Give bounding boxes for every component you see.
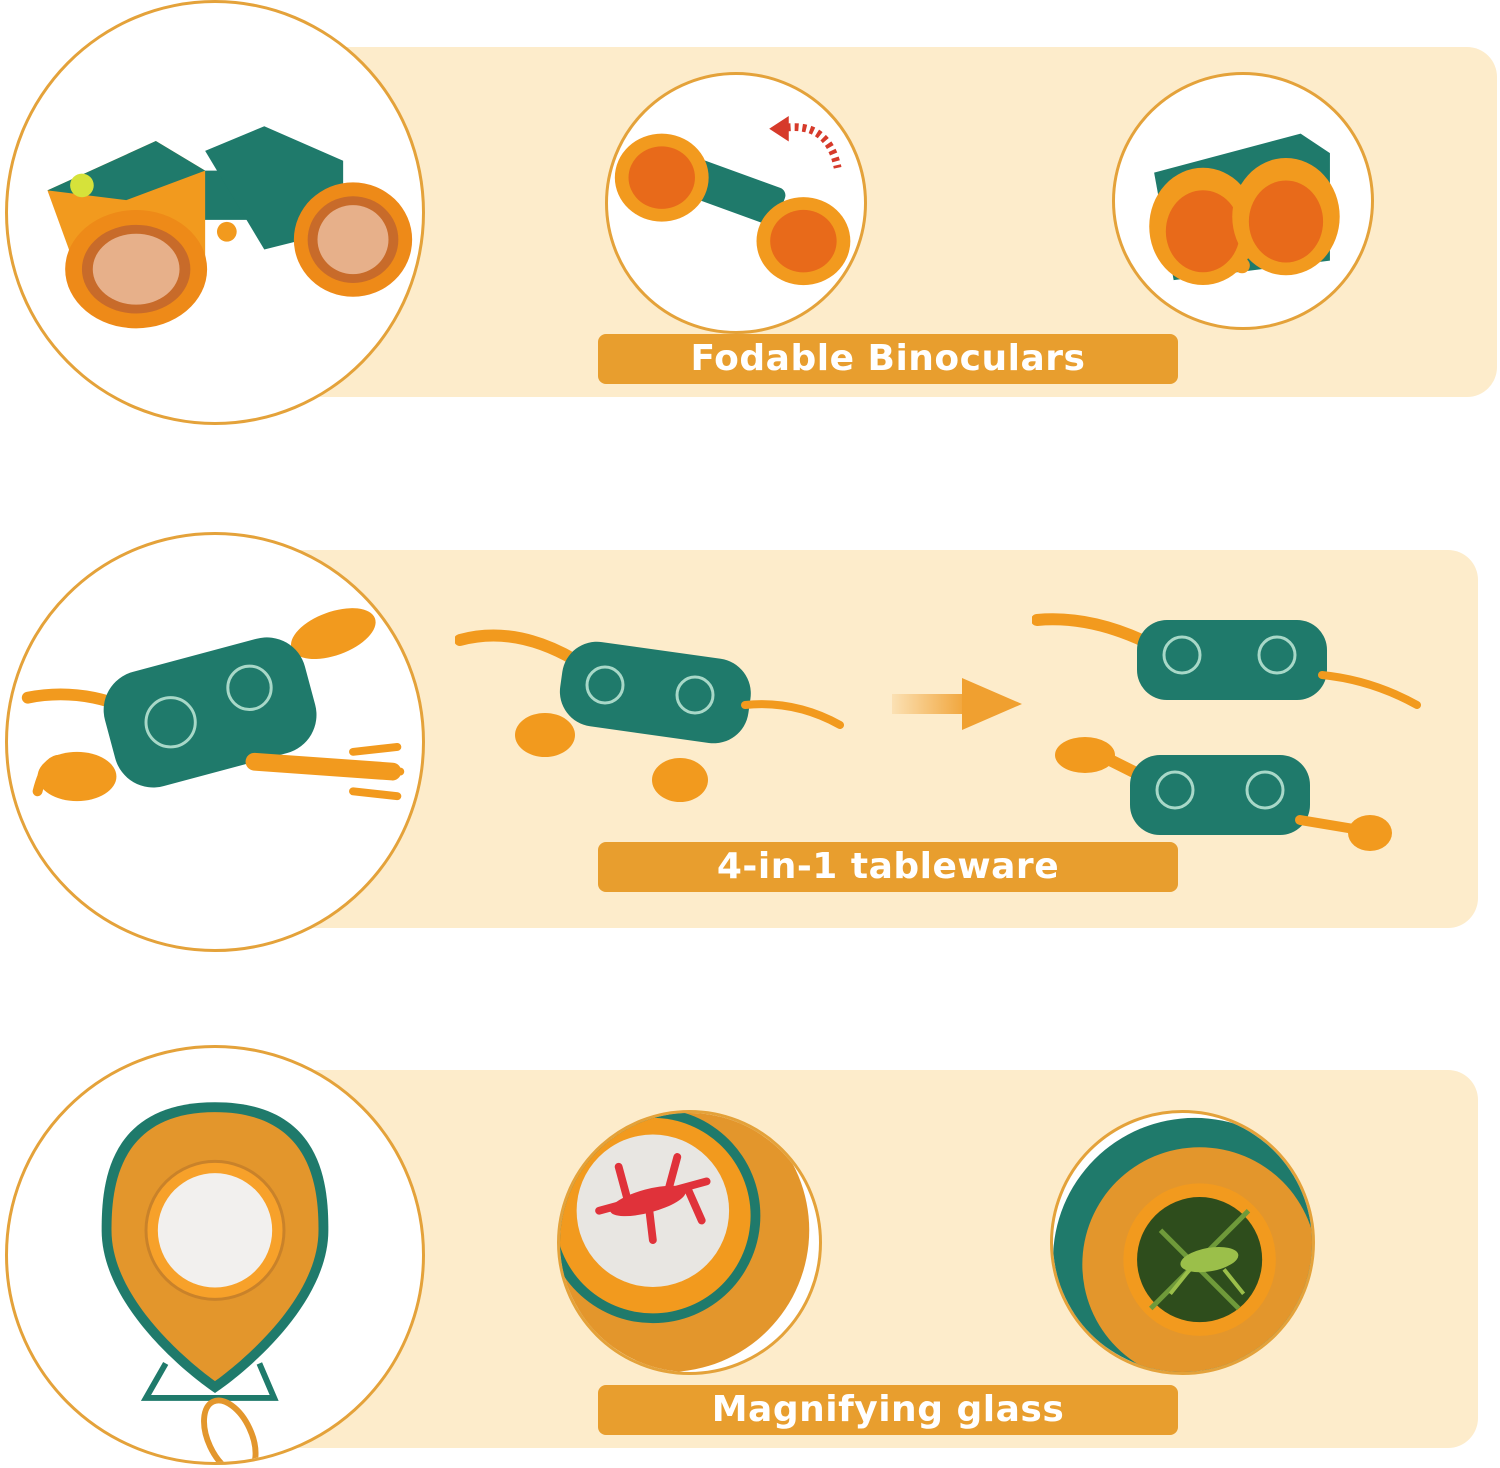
assembled-tableware-icon bbox=[455, 629, 844, 802]
tableware-icon bbox=[21, 608, 405, 802]
tableware-separated-bottom bbox=[1050, 725, 1400, 855]
magnifier-grasshopper-circle bbox=[1050, 1110, 1315, 1375]
folding-binoculars-icon bbox=[614, 116, 851, 286]
tableware-separated-top bbox=[1032, 590, 1427, 720]
binoculars-main-circle bbox=[5, 0, 425, 425]
tableware-label: 4-in-1 tableware bbox=[598, 842, 1178, 892]
spoon-tool-icon bbox=[1055, 737, 1392, 851]
red-insect-view-icon bbox=[560, 1113, 810, 1372]
magnifier-insect-circle bbox=[557, 1110, 822, 1375]
arrow-right-icon bbox=[892, 676, 1024, 732]
binoculars-fold-circle bbox=[605, 72, 867, 334]
folded-binoculars-icon bbox=[1149, 133, 1340, 285]
grasshopper-view-icon bbox=[1053, 1117, 1312, 1372]
magnifier-label: Magnifying glass bbox=[598, 1385, 1178, 1435]
binoculars-icon bbox=[47, 126, 413, 329]
binoculars-folded-circle bbox=[1112, 72, 1374, 330]
tableware-assembled bbox=[455, 605, 850, 805]
fork-tool-icon bbox=[1032, 613, 1421, 709]
tableware-main-circle bbox=[5, 532, 425, 952]
magnifier-main-circle bbox=[5, 1045, 425, 1465]
magnifying-glass-icon bbox=[101, 1102, 329, 1462]
binoculars-label: Fodable Binoculars bbox=[598, 334, 1178, 384]
